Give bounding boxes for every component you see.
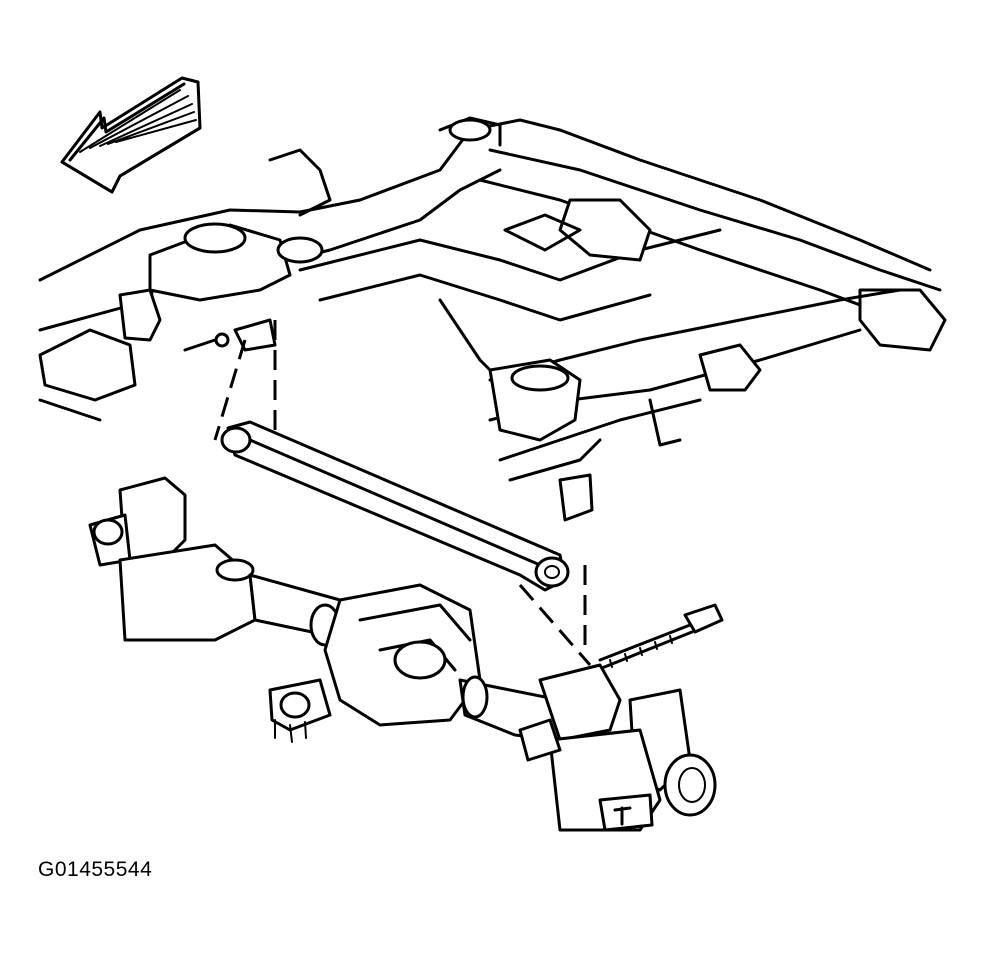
frame-crossmember bbox=[38, 116, 947, 522]
alignment-lines bbox=[213, 320, 592, 666]
rear-axle-assembly bbox=[88, 476, 717, 832]
figure-id-label: G01455544 bbox=[38, 858, 153, 881]
track-bar-control-arm bbox=[220, 420, 570, 592]
mounting-bolt bbox=[598, 603, 724, 670]
direction-arrow-icon bbox=[60, 76, 202, 194]
